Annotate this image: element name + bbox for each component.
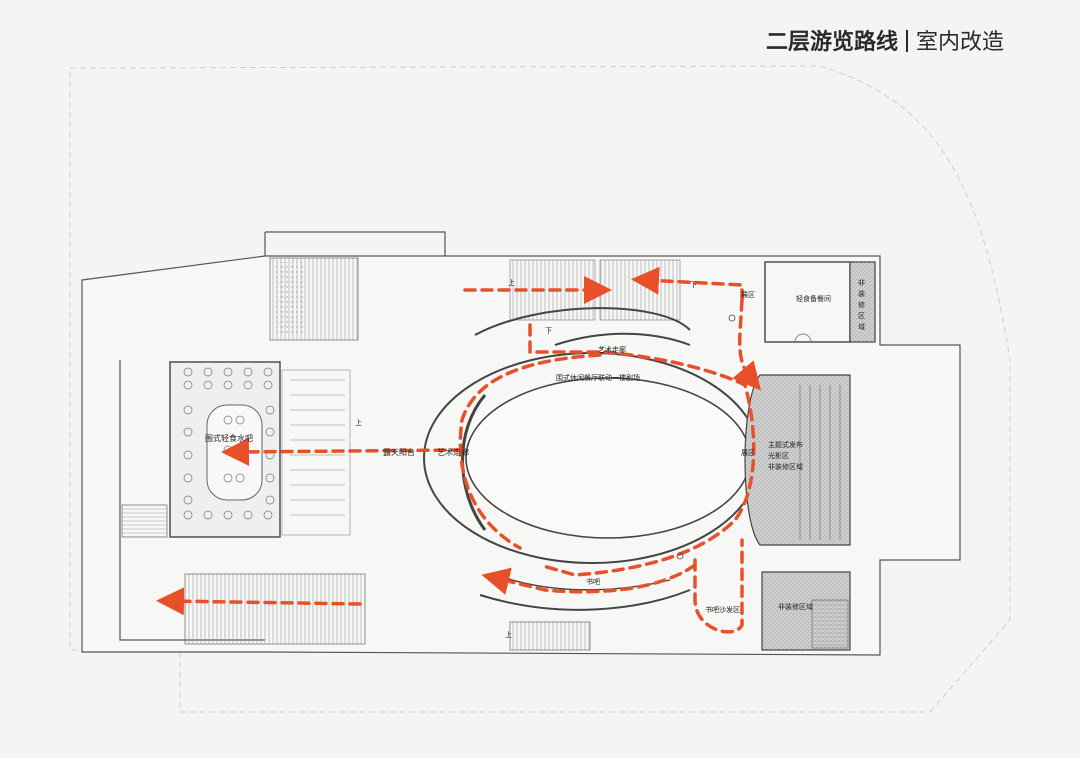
label-book-bar: 书吧: [586, 578, 600, 586]
route-main-ellipse: [732, 298, 762, 391]
route-to-terrace: [221, 437, 464, 466]
label-down-2: 下: [545, 327, 552, 335]
label-light-food-prep: 轻食备餐间: [796, 295, 831, 303]
title-sub: 室内改造: [915, 30, 1004, 55]
route-top-loop: [631, 266, 744, 302]
label-open-terrace: 露天阳台: [383, 448, 415, 457]
site-boundary: [69, 65, 1011, 713]
stairs-top-left-dots: [275, 262, 303, 336]
label-up-3: 上: [505, 631, 512, 639]
route-inner-loop: [528, 323, 756, 577]
label-lounge-restaurant: 围式休闲餐厅联动一楼剧场: [556, 374, 640, 382]
column-marker-top: [728, 314, 736, 322]
label-art-corridor-top: 艺术走廊: [598, 346, 626, 354]
label-light-food-bar: 围式轻食水吧: [205, 434, 253, 443]
label-theme-hall: 主题式发布 光影区 非装修区域: [768, 441, 803, 471]
stairs-right: [811, 599, 849, 649]
label-non-decor-vertical: 非 装 修 区 域: [858, 279, 865, 331]
stairs-bottom-center: [509, 621, 591, 651]
label-exhibit-mid: 展区: [741, 449, 755, 457]
route-left-arc: [458, 353, 602, 550]
label-down-1: 下: [690, 281, 697, 289]
tour-route: [156, 266, 762, 634]
label-up-1: 上: [508, 279, 515, 287]
label-up-2: 上: [355, 419, 362, 427]
theme-hall: [744, 374, 851, 546]
stairs-bottom-left: [184, 573, 366, 645]
page-title: 二层游览路线室内改造: [766, 24, 1004, 56]
door-symbols: [794, 333, 812, 343]
label-art-corridor-left: 艺术走廊: [437, 448, 469, 457]
stairs-left-edge: [121, 504, 168, 538]
route-exit: [156, 587, 362, 616]
route-book-arc: [481, 563, 697, 595]
light-food-prep-room: [764, 261, 876, 343]
theme-hall-seats: [799, 385, 841, 540]
column-marker-bottom: [676, 552, 684, 560]
label-book-bar-sofa: 书吧沙发区: [705, 606, 740, 614]
label-exhibit-top: 展区: [741, 291, 755, 299]
route-book-bar: [693, 538, 744, 634]
label-non-decor-bottom: 非装修区域: [778, 603, 813, 611]
title-main: 二层游览路线: [765, 30, 898, 55]
title-separator: [905, 30, 908, 52]
